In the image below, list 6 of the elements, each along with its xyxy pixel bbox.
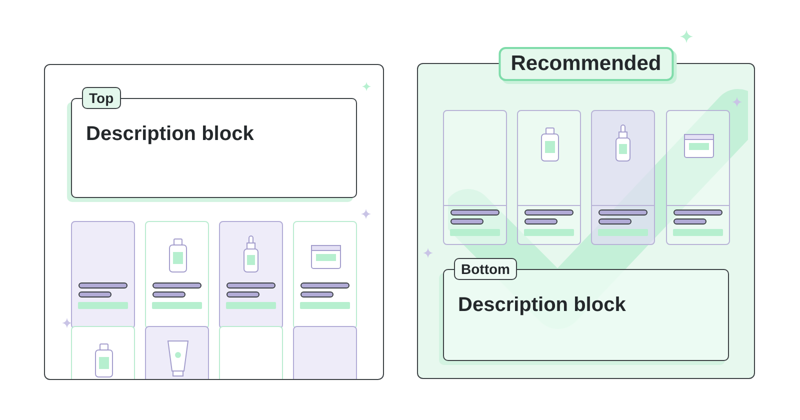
position-tag: Bottom [454, 258, 517, 280]
page-panel [44, 64, 384, 380]
position-tag: Top [82, 87, 121, 109]
block-heading: Description block [458, 294, 626, 317]
block-heading: Description block [86, 123, 254, 146]
panel-title-badge: Recommended [498, 47, 674, 81]
